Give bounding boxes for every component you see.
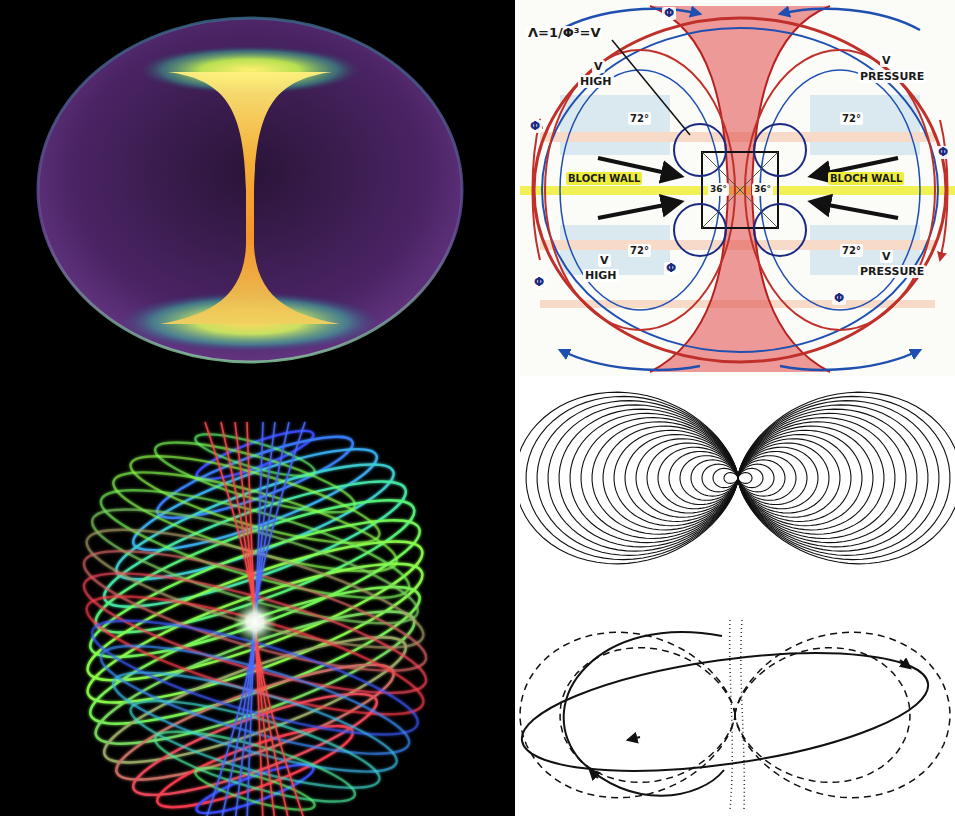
sphere-vortex [205,422,305,816]
pressure-arrow [598,202,680,218]
diagram-label: 36° [752,183,773,196]
red-inner-loop [545,50,735,330]
torus-funnel [160,72,340,324]
red-flow-arrow [940,120,948,260]
helix-line [79,563,432,748]
diagram-label: BLOCH WALL [566,172,642,185]
vortex-line [221,422,255,622]
vortex-line [205,622,255,816]
dashed-field-line [520,632,735,797]
helix-line [105,453,404,591]
vortex-line [221,622,255,816]
vortex-line [255,422,289,622]
leader-line [612,40,690,135]
diagram-label: V [880,54,893,67]
diagram-label: Φ [662,7,676,20]
flow-arrow [900,660,910,668]
torus-rim [38,18,462,362]
core-glow [233,600,277,644]
diagonal [702,152,778,228]
torus-body [38,18,462,362]
diagram-label: Φ [528,120,542,133]
diagram-label: HIGH [578,75,614,88]
red-field-loop [534,18,946,362]
red-inner-loop [745,50,935,330]
blue-shading [560,95,670,155]
glowing-torus [38,18,462,362]
diagram-label: 72° [840,244,863,257]
vortex-line [255,622,289,816]
helix-line [192,760,318,816]
diagram-label: Λ=1/Φ³=V [526,26,602,39]
helix-set [74,426,435,816]
vortex-line [255,422,305,622]
blue-shading [810,95,920,155]
diagram-label: Φ [936,146,950,159]
diagram-label: 36° [708,183,729,196]
diagram-label: PRESSURE [858,70,926,83]
solid-loop [564,632,724,796]
field-line [738,409,917,547]
field-line [559,409,738,547]
dashed-field-line [560,648,735,783]
field-line [738,405,928,551]
blue-flow-arrow [780,9,920,30]
dotted-channel [730,620,733,810]
center-square [702,152,778,228]
dashed-field-line [735,632,950,797]
torus-sketch [515,620,950,810]
red-flow-arrow [533,120,541,260]
dotted-channel [741,620,744,810]
blue-flow-arrow [560,350,700,370]
field-line [526,396,738,559]
dipole-field-lines [520,392,955,564]
field-line [520,392,738,564]
diagram-label: V [880,250,893,263]
pressure-arrow [812,202,898,218]
diagram-label: Φ [832,292,846,305]
blue-field-loop [542,28,938,352]
hand-drawn-torus [520,0,955,376]
diagram-label: 72° [840,112,863,125]
vortex-line [255,622,305,816]
field-line [537,401,738,556]
diagonal [702,152,778,228]
diagram-label: 72° [628,112,651,125]
diagram-label: 72° [628,244,651,257]
diagram-label: PRESSURE [858,265,926,278]
dashed-field-line [735,648,910,783]
blue-flow-arrow [780,350,920,370]
paper-ground [520,0,955,376]
field-line [548,405,738,551]
field-line [738,396,950,559]
diagram-label: V [592,60,605,73]
flow-arrow [628,737,640,740]
diagram-label: Φ [532,276,546,289]
field-line [738,401,939,556]
vortex-line [205,422,255,622]
red-vortex-edge [752,6,830,372]
blue-inner-loop [560,70,720,310]
diagram-label: HIGH [583,269,619,282]
spiral-sphere [74,422,435,816]
helix-line [193,756,318,816]
diagram-label: Φ [664,262,678,275]
field-line [738,392,955,564]
diagram-label: BLOCH WALL [828,172,904,185]
solid-loop [515,632,935,792]
diagram-label: V [598,254,611,267]
helix-line [85,588,426,767]
